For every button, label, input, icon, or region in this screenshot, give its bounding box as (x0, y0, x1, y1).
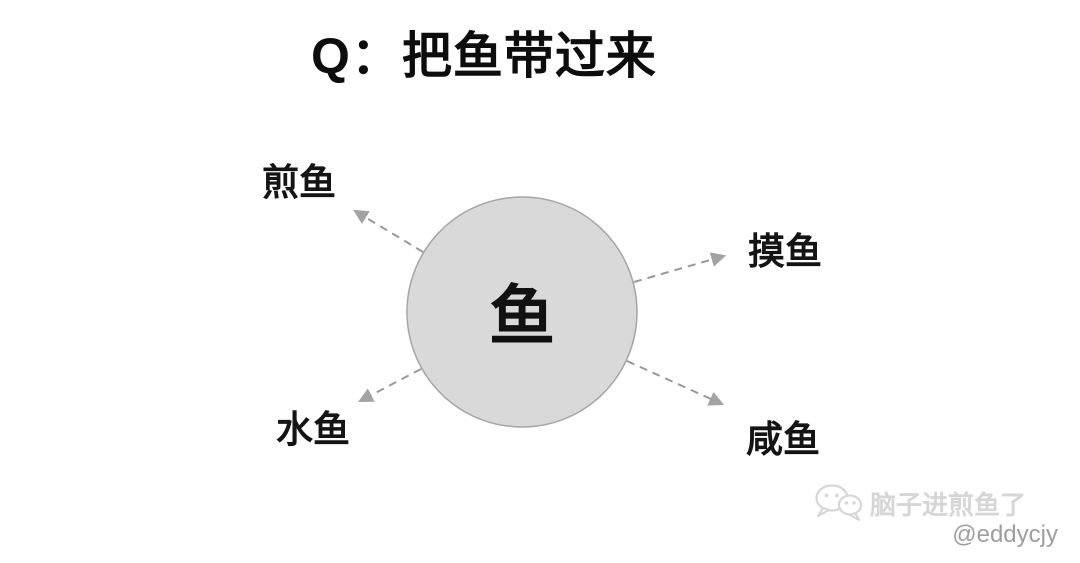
wechat-icon (815, 484, 863, 521)
page-title: Q：把鱼带过来 (311, 28, 657, 84)
arrow-top-left (353, 209, 424, 253)
watermark-name: 脑子进煎鱼了 (870, 489, 1027, 520)
watermark: 脑子进煎鱼了 @eddycjy (812, 483, 1062, 555)
branch-label-top-right: 摸鱼 (748, 231, 822, 272)
branch-label-bottom-left: 水鱼 (276, 409, 350, 450)
center-circle (406, 196, 638, 428)
watermark-handle: @eddycjy (952, 521, 1058, 548)
arrow-bottom-left (358, 368, 422, 403)
arrow-bottom-right (626, 360, 725, 406)
arrow-top-right (633, 252, 727, 283)
branch-label-top-left: 煎鱼 (262, 162, 336, 203)
center-circle-label: 鱼 (489, 279, 555, 353)
branch-label-bottom-right: 咸鱼 (746, 419, 820, 460)
